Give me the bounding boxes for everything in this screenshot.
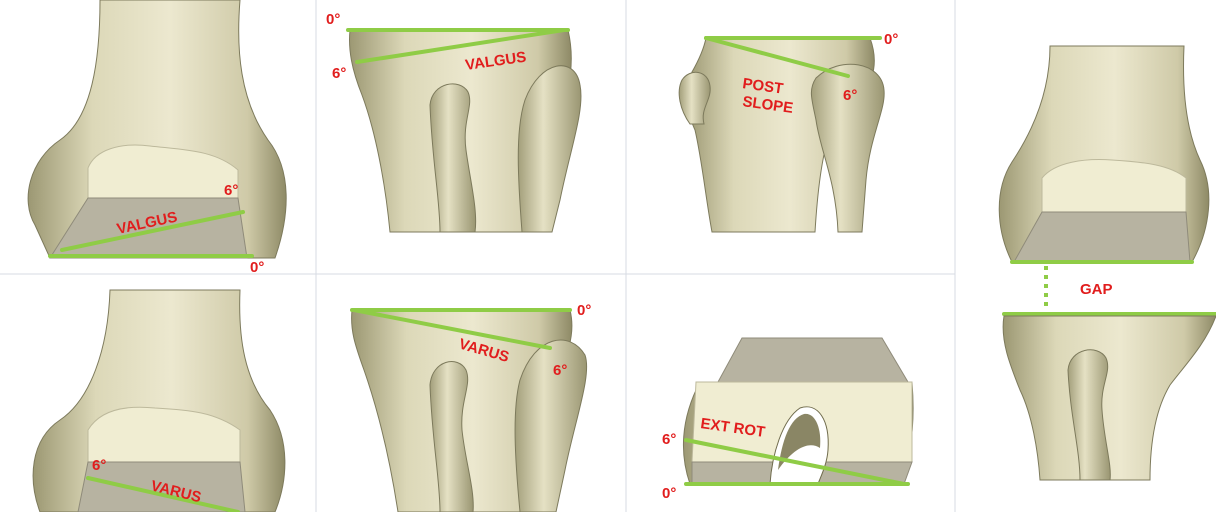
angle-6-label: 6° [224, 182, 238, 199]
angle-0-label: 0° [577, 302, 591, 319]
panel-femur-valgus: VALGUS 6° 0° [28, 0, 286, 276]
angle-6-label: 6° [92, 457, 106, 474]
panel-tibia-valgus: 0° 6° VALGUS [326, 11, 581, 232]
angle-0-label: 0° [884, 31, 898, 48]
angle-0-label: 0° [662, 485, 676, 502]
angle-6-label: 6° [553, 362, 567, 379]
fibula-head [515, 340, 587, 512]
panel-gap: GAP [999, 46, 1216, 480]
femur-resected-block [1014, 212, 1190, 262]
femur-cut-surface [1042, 160, 1186, 212]
panel-femur-rotation: 6° EXT ROT 0° [662, 338, 913, 502]
gap-label: GAP [1080, 281, 1113, 298]
femur-posterior-block [718, 338, 908, 382]
angle-6-label: 6° [843, 87, 857, 104]
angle-6-label: 6° [662, 431, 676, 448]
panel-femur-varus: 6° VARUS [33, 290, 285, 512]
tibia-bone-shape [1003, 316, 1216, 480]
panel-tibia-varus: 0° 6° VARUS [352, 302, 592, 512]
angle-0-label: 0° [326, 11, 340, 28]
angle-0-label: 0° [250, 259, 264, 276]
angle-6-label: 6° [332, 65, 346, 82]
panel-tibia-slope: 0° POST SLOPE 6° [679, 31, 898, 232]
